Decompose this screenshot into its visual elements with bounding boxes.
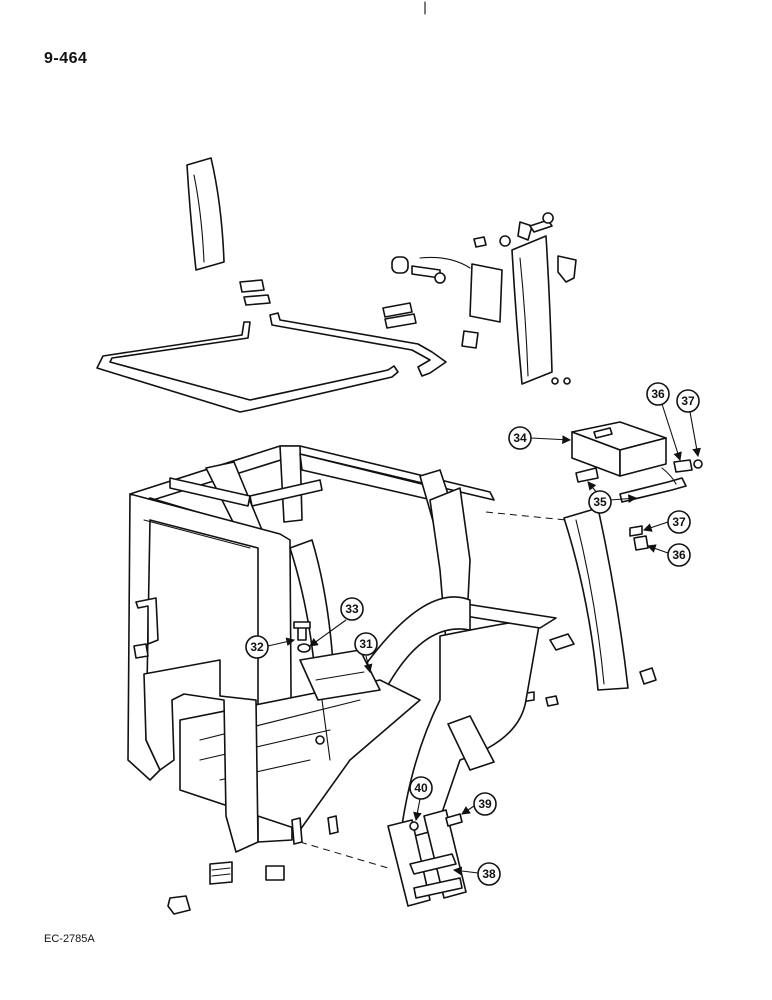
callout-32: 32 xyxy=(245,635,296,659)
dashed-leader xyxy=(485,511,567,521)
trim-pads-right xyxy=(382,302,417,329)
svg-text:39: 39 xyxy=(478,797,492,811)
rear-fender-panel xyxy=(519,507,657,707)
callout-40: 40 xyxy=(409,776,433,822)
callout-36-bottom: 36 xyxy=(646,543,691,567)
bolts-32-33 xyxy=(293,621,311,653)
loose-hardware xyxy=(167,861,285,915)
callout-35: 35 xyxy=(587,481,638,514)
dashed-leader xyxy=(299,841,389,869)
callout-33: 33 xyxy=(309,597,364,647)
step-ladder xyxy=(387,809,467,907)
callout-36-top: 36 xyxy=(646,382,682,462)
callout-38: 38 xyxy=(452,862,501,886)
left-pillar-trim xyxy=(186,157,225,271)
svg-text:37: 37 xyxy=(672,515,686,529)
reference-code: EC-2785A xyxy=(44,933,95,945)
right-pillar-trim xyxy=(511,235,571,385)
svg-text:32: 32 xyxy=(250,640,264,654)
door-lock-parts xyxy=(391,212,577,349)
page-number: 9-464 xyxy=(44,50,88,67)
cab-frame xyxy=(127,445,557,853)
callout-37-bottom: 37 xyxy=(642,510,691,534)
svg-text:38: 38 xyxy=(482,867,496,881)
callout-39: 39 xyxy=(461,792,497,816)
svg-text:36: 36 xyxy=(651,387,665,401)
svg-text:34: 34 xyxy=(513,431,527,445)
window-seal-frame xyxy=(96,312,447,413)
svg-text:35: 35 xyxy=(593,495,607,509)
trim-pads-left xyxy=(239,279,271,306)
callout-37-top: 37 xyxy=(676,389,701,458)
svg-text:33: 33 xyxy=(345,602,359,616)
svg-text:36: 36 xyxy=(672,548,686,562)
svg-text:31: 31 xyxy=(359,637,373,651)
svg-text:37: 37 xyxy=(681,394,695,408)
svg-text:40: 40 xyxy=(414,781,428,795)
callout-34: 34 xyxy=(508,426,572,450)
callout-31: 31 xyxy=(354,632,378,674)
